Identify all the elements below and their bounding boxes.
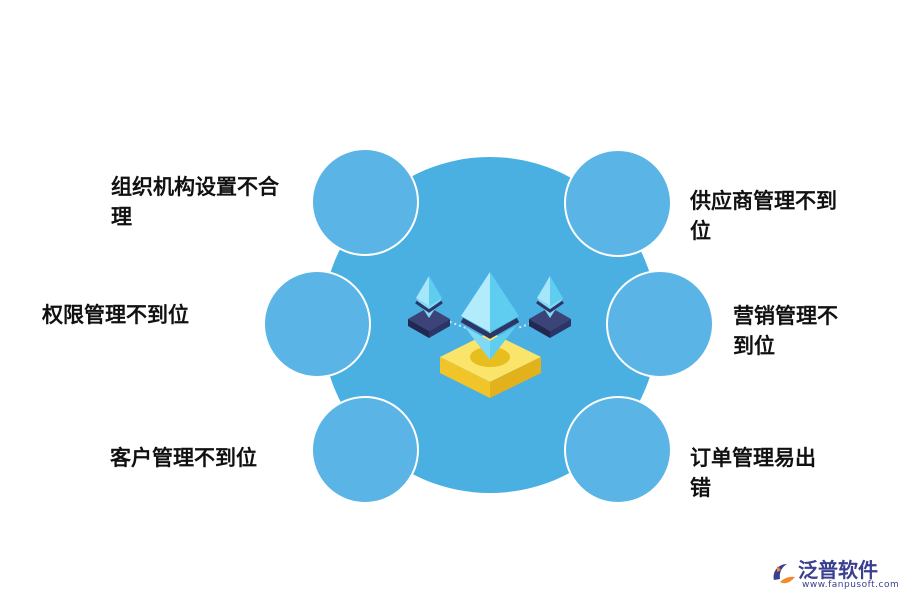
label-bottom-right: 订单管理易出 错 [690,443,816,503]
label-top-right-line2: 位 [690,219,711,243]
label-top-left-line1: 组织机构设置不合 [111,175,279,199]
logo-mark-icon [773,564,795,584]
crystal-illustration [408,272,571,398]
node-circle-top-left [311,148,419,256]
label-mid-left-line1: 权限管理不到位 [42,303,189,327]
label-top-left: 组织机构设置不合 理 [111,172,279,232]
label-mid-left: 权限管理不到位 [42,300,189,330]
logo-name: 泛普软件 [798,558,878,582]
label-top-right-line1: 供应商管理不到 [690,189,837,213]
label-top-left-line2: 理 [111,205,132,229]
label-bottom-left: 客户管理不到位 [110,443,257,473]
right-crystal [529,276,571,338]
logo-url: www.fanpusoft.com [802,580,900,590]
center-crystal [460,272,520,360]
node-circle-bottom-right [564,396,672,504]
label-bottom-right-line1: 订单管理易出 [690,446,816,470]
label-bottom-right-line2: 错 [690,476,711,500]
left-crystal [408,276,450,338]
label-bottom-left-line1: 客户管理不到位 [110,446,257,470]
label-mid-right-line2: 到位 [733,334,775,358]
label-mid-right-line1: 营销管理不 [733,304,838,328]
label-top-right: 供应商管理不到 位 [690,186,837,246]
label-mid-right: 营销管理不 到位 [733,301,838,361]
node-circle-mid-right [606,270,714,378]
node-circle-bottom-left [311,396,419,504]
node-circle-top-right [564,149,672,257]
node-circle-mid-left [263,270,371,378]
fanpusoft-logo: 泛普软件 www.fanpusoft.com [768,552,900,596]
node-circles [263,148,714,504]
